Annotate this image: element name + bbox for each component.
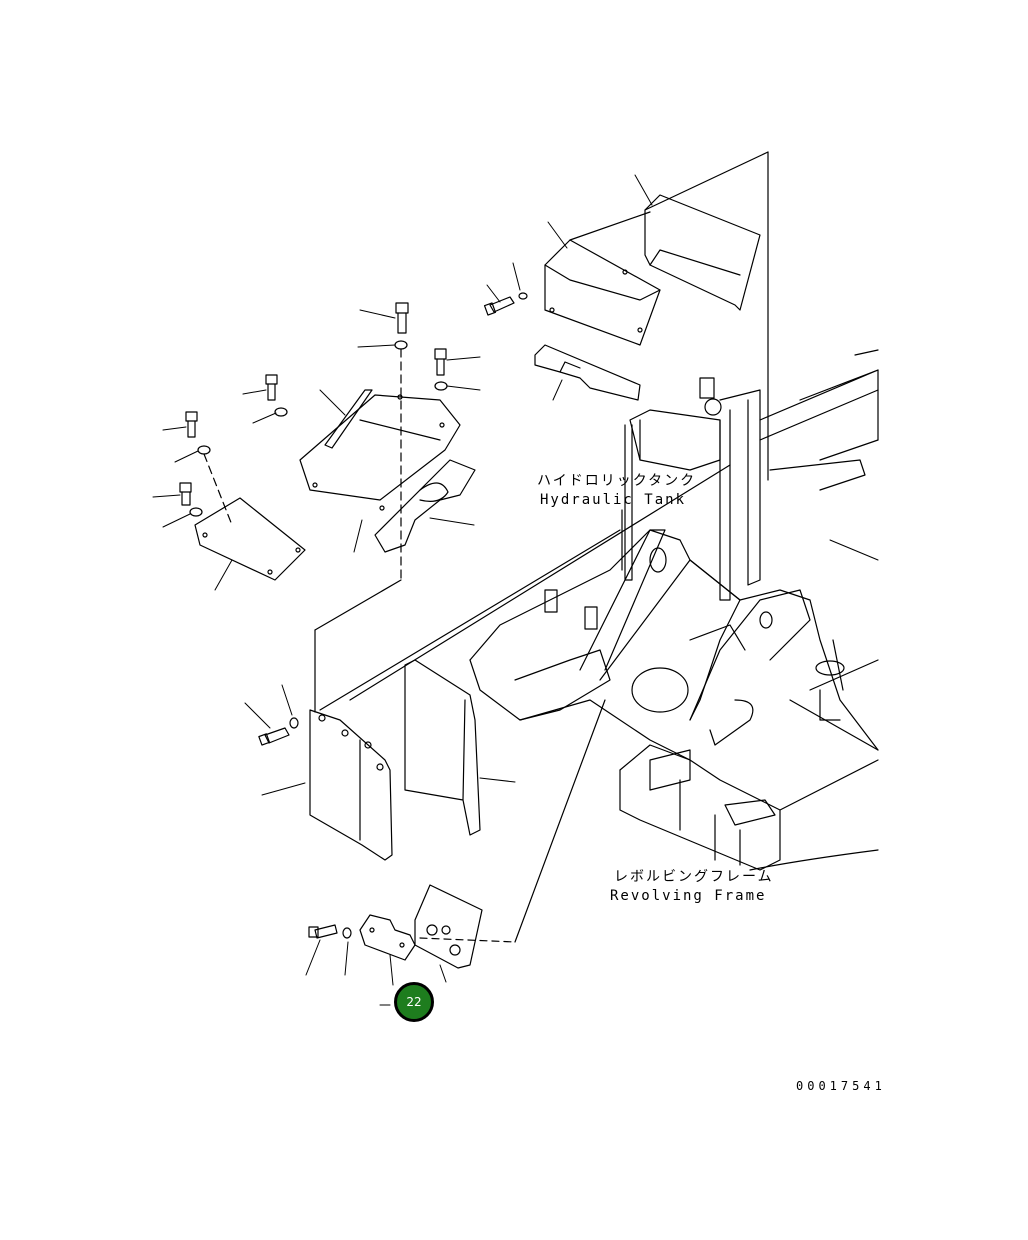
leader-lines-bottom xyxy=(305,939,447,1006)
left-lower-plate xyxy=(194,497,306,581)
hydraulic-tank-assembly xyxy=(624,349,879,601)
corner-bracket-plate xyxy=(374,459,476,553)
front-cover-plate xyxy=(309,464,731,861)
bolts-left xyxy=(179,302,448,581)
top-bracket xyxy=(534,344,641,401)
leader-lines-top xyxy=(152,174,879,591)
bottom-cover-plate xyxy=(414,699,606,969)
bottom-bolt xyxy=(308,924,352,939)
upper-cover-plate xyxy=(299,394,461,511)
bottom-small-plate xyxy=(359,914,416,961)
top-bolt-washer xyxy=(483,292,528,316)
part-callout-badge[interactable]: 22 xyxy=(394,982,434,1022)
top-cover-right xyxy=(644,151,769,481)
leader-lines-middle xyxy=(244,684,516,796)
middle-bolt-washer xyxy=(258,717,299,746)
revolving-frame-label-en: Revolving Frame xyxy=(610,888,767,904)
revolving-frame xyxy=(469,509,879,871)
hydraulic-tank-label-en: Hydraulic Tank xyxy=(540,492,687,508)
hydraulic-tank-label-jp: ハイドロリックタンク xyxy=(537,473,697,489)
top-cover-middle xyxy=(544,211,661,346)
upper-cover-strip xyxy=(324,389,373,449)
side-cover-panel xyxy=(404,659,481,836)
revolving-frame-label-jp: レボルビングフレーム xyxy=(614,869,774,885)
drawing-number: 00017541 xyxy=(796,1079,886,1093)
